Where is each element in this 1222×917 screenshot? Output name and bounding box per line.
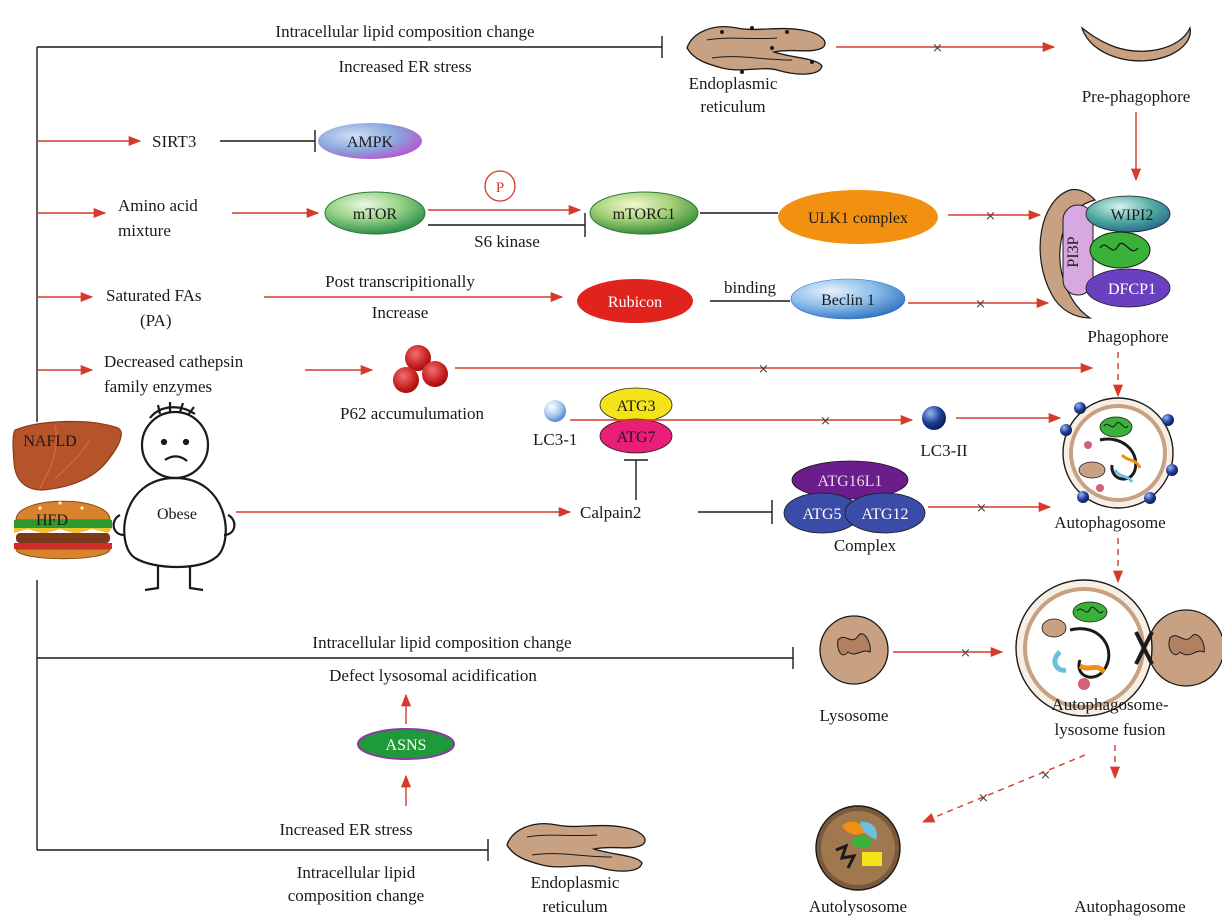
- nafld-label: NAFLD: [23, 433, 76, 450]
- bottom-lipid-label-2: composition change: [288, 886, 424, 905]
- amino-label-2: mixture: [118, 221, 171, 240]
- er-top-label-1: Endoplasmic: [689, 74, 778, 93]
- block-mark: ×: [960, 646, 971, 661]
- satfa-label-1: Saturated FAs: [106, 286, 202, 305]
- p62-aggregate-icon: [393, 345, 448, 393]
- lysosome-label: Lysosome: [820, 706, 889, 725]
- autophagosome-icon: [1060, 397, 1178, 509]
- atg16l1-node: [791, 460, 909, 500]
- atg12-node: [844, 492, 926, 534]
- er-top-label-2: reticulum: [700, 97, 765, 116]
- bottom-lipid-label-1: Intracellular lipid: [297, 863, 416, 882]
- s6-kinase-label: S6 kinase: [474, 232, 540, 251]
- fusion-label-2: lysosome fusion: [1055, 720, 1166, 739]
- pre-phagophore-label: Pre-phagophore: [1082, 87, 1191, 106]
- mtorc1-node: [589, 191, 699, 235]
- autophagosome-label: Autophagosome: [1054, 513, 1165, 532]
- satfa-label-2: (PA): [140, 311, 172, 330]
- atg5-label: ATG5: [802, 506, 841, 523]
- top-er-stress-label: Increased ER stress: [338, 57, 471, 76]
- rubicon-label: Rubicon: [608, 294, 662, 311]
- phospho-label: P: [496, 180, 504, 196]
- wipi2-label: WIPI2: [1111, 207, 1154, 224]
- asns-node: [357, 728, 455, 760]
- block-mark: ×: [1040, 768, 1051, 783]
- fusion-to-autolysosome-arrow: [921, 754, 1086, 823]
- liver-icon: [12, 420, 122, 491]
- complex-label: Complex: [834, 536, 897, 555]
- phagophore-icon: [1039, 188, 1171, 319]
- lysosome-icon: [819, 615, 889, 685]
- beclin-label: Beclin 1: [821, 292, 875, 309]
- top-lipid-label: Intracellular lipid composition change: [275, 22, 534, 41]
- post-trans-label: Post transcripitionally: [325, 272, 475, 291]
- ulk1-label: ULK1 complex: [808, 210, 908, 227]
- autolysosome-icon: [815, 805, 901, 891]
- burger-icon: [14, 500, 112, 560]
- block-mark: ×: [978, 791, 989, 806]
- ampk-node: [318, 123, 422, 159]
- pi3p-label: PI3P: [1065, 236, 1082, 267]
- atg7-node: [599, 418, 673, 454]
- block-mark: ×: [975, 297, 986, 312]
- obese-label: Obese: [157, 506, 197, 523]
- bottom-lipid-label: Intracellular lipid composition change: [312, 633, 571, 652]
- cathepsin-label-2: family enzymes: [104, 377, 212, 396]
- asns-label: ASNS: [386, 737, 427, 754]
- autophagosome-bottom-label: Autophagosome: [1074, 897, 1185, 916]
- lc3-2-icon: [922, 406, 946, 430]
- calpain2-label: Calpain2: [580, 503, 641, 522]
- phospho-node: [484, 170, 516, 202]
- block-mark: ×: [932, 41, 943, 56]
- block-mark: ×: [820, 414, 831, 429]
- ulk1-node: [778, 190, 938, 244]
- p62-label: P62 accumulumation: [340, 404, 485, 423]
- atg7-label: ATG7: [616, 429, 655, 446]
- block-mark: ×: [758, 362, 769, 377]
- endoplasmic-reticulum-top-icon: [686, 26, 826, 75]
- pre-phagophore-icon: [1080, 25, 1191, 62]
- block-mark: ×: [985, 209, 996, 224]
- bottom-er-stress-label: Increased ER stress: [279, 820, 412, 839]
- increase-label: Increase: [372, 303, 429, 322]
- atg16l1-label: ATG16L1: [818, 473, 883, 490]
- atg12-label: ATG12: [861, 506, 908, 523]
- atg3-label: ATG3: [616, 398, 655, 415]
- sirt3-label: SIRT3: [152, 132, 196, 151]
- amino-label-1: Amino acid: [118, 196, 198, 215]
- binding-label: binding: [724, 278, 776, 297]
- defect-acid-label: Defect lysosomal acidification: [329, 666, 537, 685]
- mtor-label: mTOR: [353, 206, 397, 223]
- er-bottom-label-2: reticulum: [542, 897, 607, 916]
- rubicon-node: [577, 279, 693, 323]
- endoplasmic-reticulum-bottom-icon: [506, 823, 646, 872]
- hfd-label: HFD: [36, 512, 68, 529]
- phagophore-label: Phagophore: [1087, 327, 1168, 346]
- lc3-2-label: LC3-II: [920, 441, 968, 460]
- mtorc1-label: mTORC1: [613, 206, 676, 223]
- dfcp1-label: DFCP1: [1108, 281, 1156, 298]
- block-mark: ×: [976, 501, 987, 516]
- ampk-label: AMPK: [347, 134, 394, 151]
- cathepsin-label-1: Decreased cathepsin: [104, 352, 244, 371]
- lc3-1-label: LC3-1: [533, 430, 577, 449]
- lc3-1-icon: [544, 400, 566, 422]
- autophagosome-lysosome-fusion-icon: [1015, 579, 1222, 717]
- beclin-node: [790, 278, 906, 320]
- autolysosome-label: Autolysosome: [809, 897, 907, 916]
- obese-person-icon: [112, 402, 236, 592]
- mtor-node: [324, 191, 426, 235]
- fusion-label-1: Autophagosome-: [1051, 695, 1168, 714]
- er-bottom-label-1: Endoplasmic: [531, 873, 620, 892]
